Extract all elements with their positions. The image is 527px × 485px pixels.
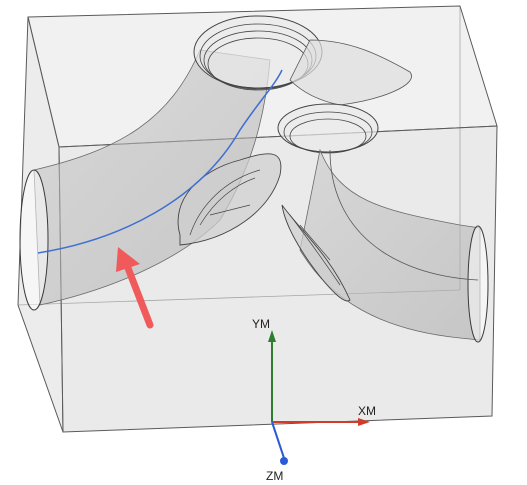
mid-flange-outer bbox=[277, 103, 379, 153]
arrow-up-left-icon bbox=[116, 247, 154, 329]
z-axis-handle bbox=[280, 457, 288, 465]
cavity-right bbox=[281, 204, 351, 302]
z-axis-label: ZM bbox=[266, 469, 283, 483]
x-axis-label: XM bbox=[358, 404, 376, 418]
cavity-left-inner bbox=[189, 169, 261, 236]
top-opening[interactable] bbox=[193, 15, 412, 106]
z-axis-line bbox=[271, 421, 285, 459]
selected-curve[interactable] bbox=[37, 69, 283, 254]
right-pipe-opening bbox=[467, 225, 489, 343]
cavity-right-inner bbox=[289, 214, 341, 286]
y-axis-label: YM bbox=[252, 317, 270, 331]
top-sweep-surface bbox=[289, 39, 412, 106]
right-pipe-edge bbox=[329, 149, 479, 281]
left-pipe[interactable] bbox=[19, 49, 271, 311]
left-pipe-opening bbox=[19, 169, 49, 311]
mid-flange-ring bbox=[283, 111, 373, 153]
mid-opening[interactable] bbox=[277, 103, 379, 154]
wcs-triad-icon: YM XM ZM bbox=[252, 317, 376, 483]
mid-flange-ring bbox=[289, 118, 367, 154]
x-axis-arrowhead bbox=[358, 418, 370, 426]
y-axis-arrowhead bbox=[268, 330, 276, 342]
